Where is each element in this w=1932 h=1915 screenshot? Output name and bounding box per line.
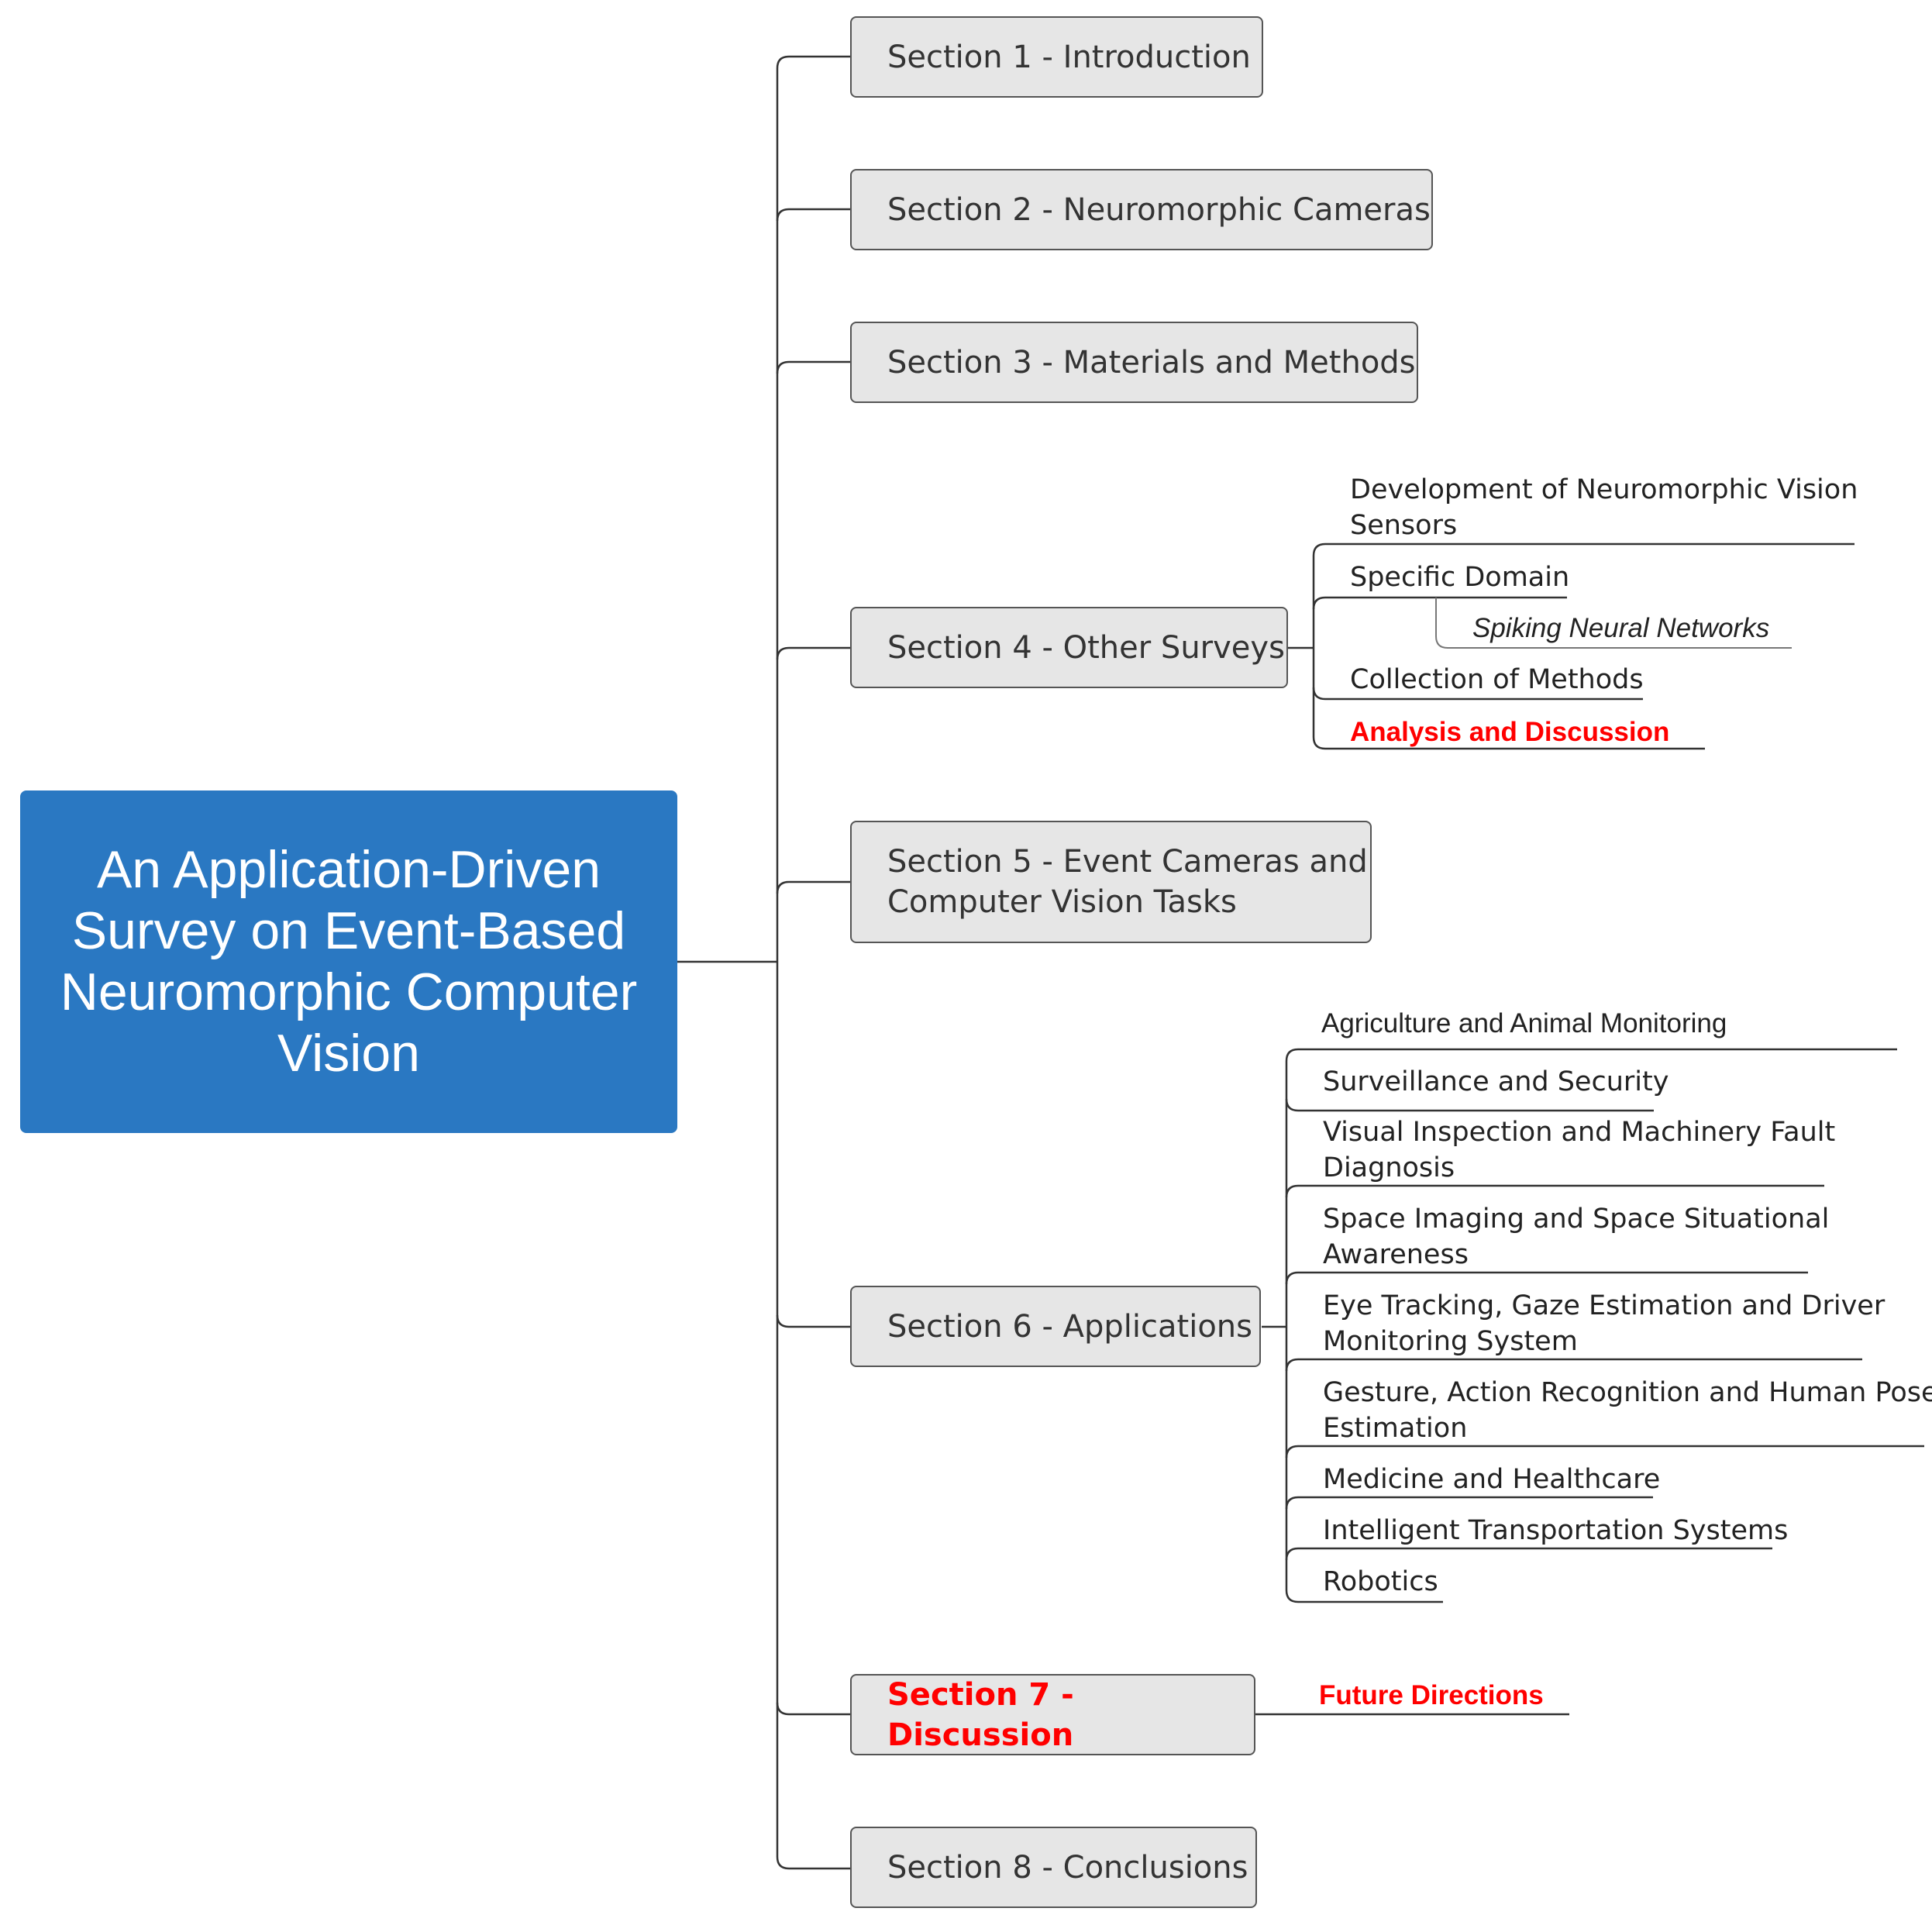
root-topic: An Application-Driven Survey on Event-Ba… (20, 790, 677, 1133)
s6-line-a6 (1285, 1445, 1924, 1459)
s6-child-gesture-line1: Gesture, Action Recognition and Human Po… (1323, 1377, 1932, 1408)
s6-child-space-imaging-line1: Space Imaging and Space Situational (1323, 1204, 1830, 1235)
s6-child-robotics: Robotics (1323, 1566, 1438, 1597)
s4-child-development-line1: Development of Neuromorphic Vision (1350, 474, 1858, 505)
s4-child-development-line2: Sensors (1350, 510, 1458, 541)
s6-child-eye-tracking-line2: Monitoring System (1323, 1326, 1578, 1357)
s6-line-a5 (1285, 1358, 1862, 1372)
s4-line-c1 (1312, 542, 1855, 556)
s6-child-space-imaging: Space Imaging and Space Situational Awar… (1323, 1201, 1829, 1273)
branch-s4 (776, 646, 850, 660)
section-3-label: Section 3 - Materials and Methods (887, 344, 1416, 381)
s6-line-a9 (1285, 1590, 1443, 1603)
trunk-line (776, 55, 850, 962)
s6-child-visual-inspection-line2: Diagnosis (1323, 1152, 1455, 1183)
branch-s5 (776, 880, 850, 894)
section-3-node: Section 3 - Materials and Methods (850, 322, 1418, 403)
s4-child-analysis-discussion: Analysis and Discussion (1350, 717, 1670, 747)
s6-line-a4 (1285, 1271, 1808, 1285)
s6-child-visual-inspection: Visual Inspection and Machinery Fault Di… (1323, 1114, 1835, 1186)
section-7-label: Section 7 - Discussion (887, 1676, 1074, 1753)
s6-child-surveillance: Surveillance and Security (1323, 1066, 1669, 1097)
section-5-node: Section 5 - Event Cameras and Computer V… (850, 821, 1372, 943)
section-2-node: Section 2 - Neuromorphic Cameras (850, 169, 1433, 250)
section-4-node: Section 4 - Other Surveys (850, 607, 1288, 688)
s6-child-visual-inspection-line1: Visual Inspection and Machinery Fault (1323, 1117, 1836, 1148)
s4-child-collection-of-methods: Collection of Methods (1350, 664, 1644, 695)
s6-child-eye-tracking: Eye Tracking, Gaze Estimation and Driver… (1323, 1288, 1885, 1359)
branch-s6 (776, 1314, 850, 1328)
section-1-node: Section 1 - Introduction (850, 16, 1263, 98)
s6-line-a8 (1285, 1547, 1772, 1561)
section-2-label: Section 2 - Neuromorphic Cameras (887, 191, 1431, 228)
branch-s7 (776, 1702, 850, 1716)
section-5-label-line1: Section 5 - Event Cameras and (887, 844, 1368, 880)
section-4-label: Section 4 - Other Surveys (887, 629, 1285, 666)
root-title: An Application-Driven Survey on Event-Ba… (60, 840, 638, 1083)
s6-line-a7 (1285, 1496, 1653, 1510)
section-5-label-line2: Computer Vision Tasks (887, 884, 1237, 920)
s6-child-gesture: Gesture, Action Recognition and Human Po… (1323, 1375, 1932, 1446)
snn-connector (1435, 598, 1792, 649)
s6-child-agriculture: Agriculture and Animal Monitoring (1321, 1008, 1727, 1038)
section-8-node: Section 8 - Conclusions (850, 1827, 1257, 1908)
branch-s3 (776, 360, 850, 374)
s6-child-medicine: Medicine and Healthcare (1323, 1464, 1661, 1495)
s6-child-gesture-line2: Estimation (1323, 1413, 1468, 1444)
s6-line-a3 (1285, 1184, 1824, 1198)
s6-child-space-imaging-line2: Awareness (1323, 1239, 1469, 1270)
s6-line-a1 (1285, 1048, 1897, 1062)
section-1-label: Section 1 - Introduction (887, 39, 1251, 75)
s4-line-c4 (1312, 736, 1705, 750)
section-8-label: Section 8 - Conclusions (887, 1849, 1248, 1886)
s6-child-eye-tracking-line1: Eye Tracking, Gaze Estimation and Driver (1323, 1290, 1886, 1321)
branch-s2 (776, 208, 850, 222)
s4-child-development: Development of Neuromorphic Vision Senso… (1350, 472, 1858, 543)
section-6-node: Section 6 - Applications (850, 1286, 1261, 1367)
trunk-line-lower (776, 962, 850, 1870)
s6-line-a2 (1285, 1098, 1654, 1112)
s4-line-c3-join (1312, 687, 1326, 701)
s4-line-c2 (1312, 596, 1567, 610)
s6-child-transportation: Intelligent Transportation Systems (1323, 1515, 1789, 1546)
s4-child-specific-domain: Specific Domain (1350, 562, 1570, 593)
section-6-label: Section 6 - Applications (887, 1308, 1252, 1345)
s7-child-future-directions: Future Directions (1319, 1680, 1544, 1710)
section-7-node: Section 7 - Discussion (850, 1674, 1255, 1755)
s4-grandchild-spiking-neural-networks: Spiking Neural Networks (1472, 613, 1770, 643)
